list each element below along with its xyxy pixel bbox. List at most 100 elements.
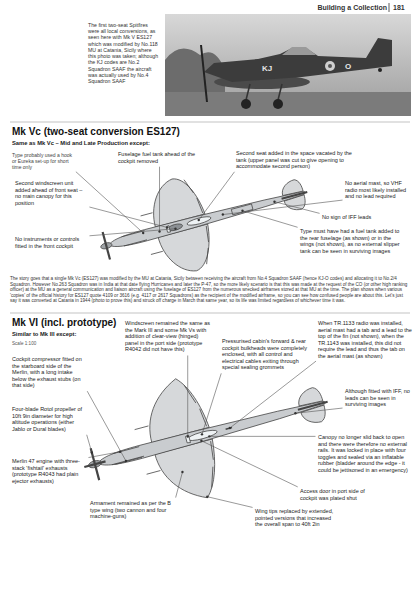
callout-note: Although fitted with IFF, no leads can b… bbox=[345, 388, 413, 408]
leader-line bbox=[201, 441, 297, 487]
leader-dot bbox=[229, 427, 231, 429]
photo-frame bbox=[165, 14, 411, 116]
wing bbox=[158, 224, 218, 278]
cannon bbox=[141, 213, 153, 216]
callout-note: No instruments or controls fitted in the… bbox=[15, 236, 87, 249]
photo-wheel bbox=[273, 99, 283, 109]
leader-dot bbox=[206, 496, 208, 498]
leader-line bbox=[209, 436, 315, 437]
callout-note: When TR.1133 radio was installed, aerial… bbox=[318, 320, 413, 360]
leader-dot bbox=[198, 219, 200, 221]
fuselage bbox=[96, 396, 327, 470]
leader-line bbox=[89, 207, 167, 227]
callout-note: No sign of IFF leads bbox=[322, 214, 402, 221]
callout-note: Second windscreen unit added ahead of fr… bbox=[15, 180, 87, 206]
flap-line bbox=[208, 441, 215, 460]
leader-lines bbox=[76, 167, 343, 508]
cannon bbox=[151, 251, 163, 254]
callout-note: Armament remained as per the B type wing… bbox=[90, 500, 175, 520]
leader-line bbox=[76, 172, 143, 233]
page-header: Building a Collection bbox=[282, 4, 387, 12]
leader-line bbox=[88, 452, 120, 458]
callout-note: Type probably used a hook or Eureka set-… bbox=[12, 152, 74, 170]
photograph bbox=[165, 14, 411, 116]
photo-caption: The first two-seat Spitfires were all lo… bbox=[88, 22, 160, 84]
leader-line bbox=[199, 172, 235, 220]
leader-dot bbox=[200, 440, 202, 442]
leader-line bbox=[223, 200, 343, 214]
callout-note: Access door in port side of cockpit was … bbox=[300, 488, 380, 501]
fuselage bbox=[108, 187, 307, 251]
rear-canopy bbox=[186, 215, 211, 227]
photo-undercarriage bbox=[246, 84, 250, 100]
leader-line bbox=[230, 361, 316, 428]
photo-roundel-centre bbox=[328, 64, 332, 68]
leader-line bbox=[159, 167, 160, 232]
flap-line bbox=[200, 408, 207, 427]
callout-note: Windscreen remained the same as the Mark… bbox=[125, 320, 213, 353]
leader-dot bbox=[166, 226, 168, 228]
cannon bbox=[147, 471, 161, 475]
callout-note: No aerial mast, so VHF radio most likely… bbox=[345, 180, 413, 200]
leader-line bbox=[87, 435, 92, 453]
section-rule bbox=[10, 122, 410, 123]
photo-roundel bbox=[325, 61, 335, 71]
leader-dot bbox=[119, 451, 121, 453]
callout-note: Four-blade Rotol propeller of 10ft 9in d… bbox=[12, 406, 86, 432]
leader-line bbox=[202, 373, 221, 434]
pressure-canopy bbox=[187, 428, 218, 442]
body-paragraph: The story goes that a single Mk Vc (ES12… bbox=[10, 276, 410, 304]
photo-spitfire bbox=[204, 38, 392, 82]
aileron-line bbox=[207, 467, 218, 488]
cannon bbox=[135, 426, 149, 430]
compressor-intake bbox=[112, 456, 144, 465]
flap-line bbox=[197, 197, 203, 213]
photo-wheel bbox=[241, 99, 251, 109]
callout-note: Second seat added in the space vacated b… bbox=[236, 150, 358, 170]
propeller-blade bbox=[103, 232, 110, 260]
fuselage-code: O bbox=[345, 62, 351, 72]
flap-line bbox=[204, 226, 210, 242]
leader-dot bbox=[241, 210, 243, 212]
leader-dot bbox=[187, 435, 189, 437]
scale-note: Scale 1:100 bbox=[12, 341, 72, 347]
leader-line bbox=[274, 202, 319, 214]
callout-note: Canopy no longer slid back to open and t… bbox=[318, 434, 413, 474]
windscreen bbox=[185, 435, 190, 443]
section-heading: Mk Vc (two-seat conversion ES127) bbox=[12, 126, 272, 138]
callout-note: Wing tips replaced by extended, pointed … bbox=[255, 508, 335, 528]
header-separator bbox=[389, 3, 390, 12]
photo-undercarriage bbox=[278, 84, 282, 100]
leader-dot bbox=[222, 213, 224, 215]
fin bbox=[282, 192, 308, 199]
section-rule bbox=[10, 313, 410, 314]
aerial-mast bbox=[226, 427, 232, 429]
aileron-line bbox=[184, 178, 193, 194]
propeller-blade bbox=[84, 461, 105, 467]
leader-line bbox=[207, 497, 252, 508]
leader-line bbox=[295, 408, 342, 413]
section-subheading: Similar to Mk III except: bbox=[12, 331, 122, 338]
leader-dot bbox=[208, 435, 210, 437]
photo-ground bbox=[165, 92, 411, 116]
leader-line bbox=[187, 355, 188, 436]
callout-note: Merlin 47 engine with three-stack 'fisht… bbox=[12, 458, 86, 484]
fuselage-code: KJ bbox=[262, 64, 272, 74]
callout-note: Fuselage fuel tank ahead of the cockpit … bbox=[118, 151, 203, 164]
leader-dot bbox=[125, 460, 127, 462]
aileron-line bbox=[184, 384, 195, 405]
callout-note: Type must have had a fuel tank added to … bbox=[300, 228, 405, 254]
leader-dot bbox=[181, 471, 183, 473]
leader-dot bbox=[174, 228, 176, 230]
leader-line bbox=[89, 229, 175, 236]
leader-dot bbox=[158, 230, 160, 232]
photo-propeller bbox=[201, 45, 207, 102]
leader-dot bbox=[273, 201, 275, 203]
photo-canopy bbox=[282, 47, 316, 55]
fin bbox=[298, 402, 328, 410]
leader-dot bbox=[294, 412, 296, 414]
leader-dot bbox=[91, 451, 93, 453]
photo-tailwheel bbox=[378, 68, 382, 72]
callout-note: Pressurised cabin's forward & rear cockp… bbox=[222, 338, 310, 371]
section-subheading: Same as Mk Vc – Mid and Late Production … bbox=[12, 140, 212, 147]
